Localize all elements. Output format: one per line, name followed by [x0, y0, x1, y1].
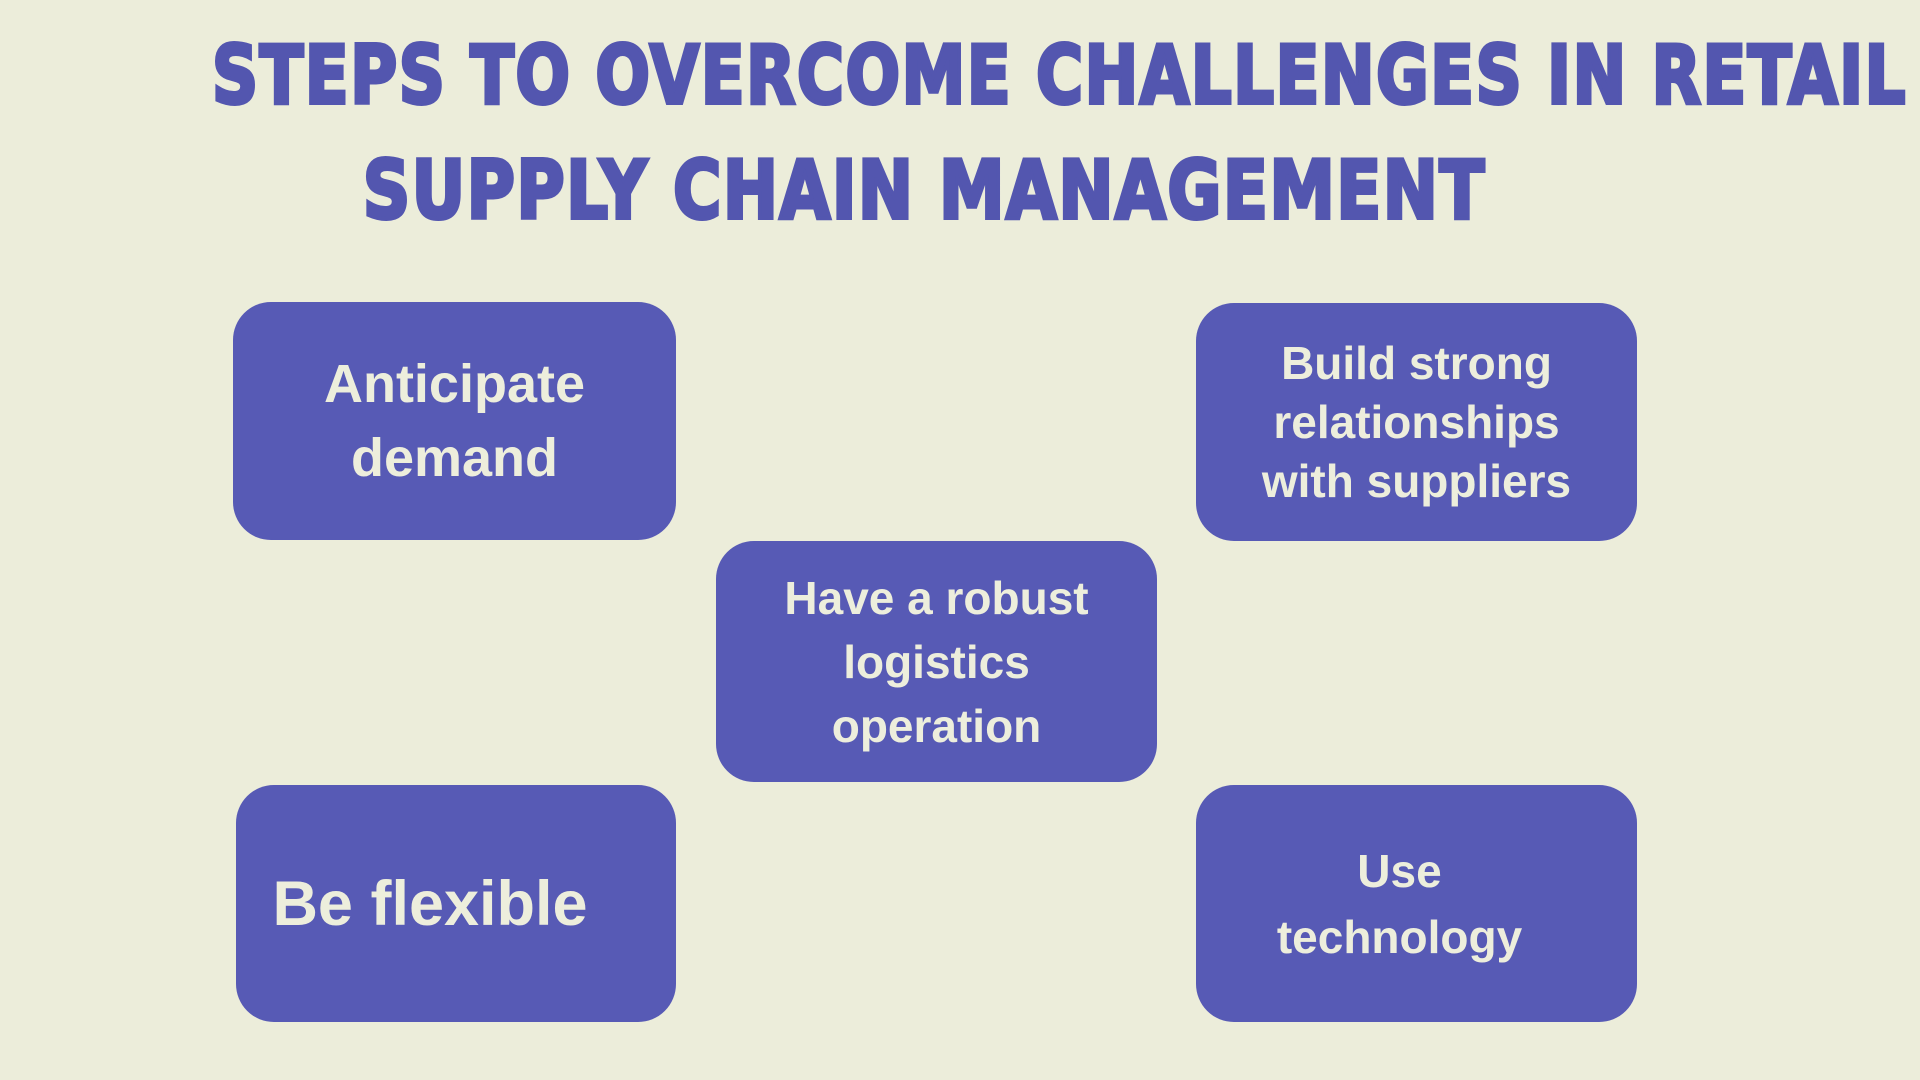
- page-title: STEPS TO OVERCOME CHALLENGES IN RETAIL S…: [0, 18, 1907, 248]
- page-title-line-1: STEPS TO OVERCOME CHALLENGES IN RETAIL: [0, 18, 1907, 133]
- page-title-line-1-text: STEPS TO OVERCOME CHALLENGES IN RETAIL: [210, 27, 1907, 124]
- step-label-line: Build strong: [1281, 336, 1552, 389]
- step-label-line: relationships: [1273, 395, 1560, 448]
- step-label-line: operation: [831, 699, 1042, 752]
- step-label-line: Have a robust: [784, 571, 1089, 624]
- step-box-be-flexible: Be flexible: [236, 785, 676, 1022]
- step-label-line: logistics: [843, 635, 1030, 688]
- step-box-anticipate-demand: Anticipate demand: [233, 302, 676, 540]
- step-label-line: with suppliers: [1261, 454, 1572, 507]
- step-box-build-strong-relationships: Build strong relationships with supplier…: [1196, 303, 1637, 541]
- step-box-robust-logistics-operation: Have a robust logistics operation: [716, 541, 1157, 782]
- step-label-line: Be flexible: [272, 868, 588, 939]
- page-title-line-2: SUPPLY CHAIN MANAGEMENT: [0, 133, 1848, 248]
- step-label-line: technology: [1276, 910, 1523, 963]
- step-label-line: demand: [350, 428, 559, 488]
- step-label-line: Use: [1357, 844, 1442, 897]
- step-box-use-technology: Use technology: [1196, 785, 1637, 1022]
- step-label-line: Anticipate: [323, 354, 586, 414]
- page-title-line-2-text: SUPPLY CHAIN MANAGEMENT: [361, 142, 1486, 239]
